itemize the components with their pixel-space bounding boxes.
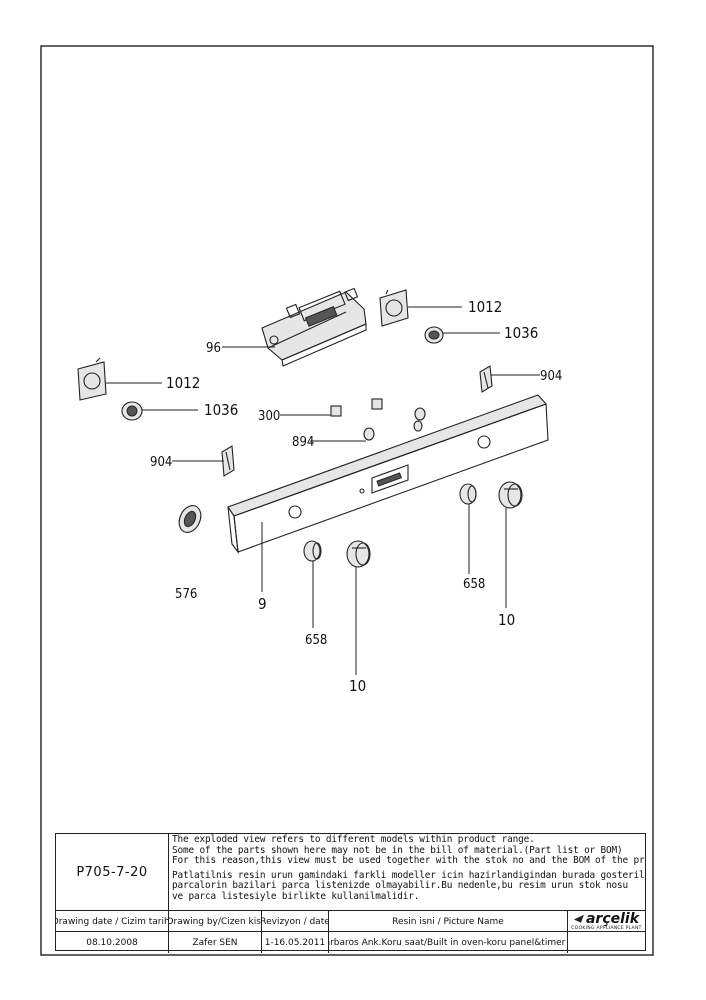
note-en-1: The exploded view refers to different mo… [172,834,535,845]
drawing-code: P705-7-20 [56,834,169,910]
title-block-notes: The exploded view refers to different mo… [169,834,645,912]
note-tr-2: parcalorin bazilari parca listenizde olm… [172,880,629,892]
label-658-left: 658 [305,633,327,648]
logo-wordmark: arçelik [573,912,639,926]
value-drawing-by: Zafer SEN [169,932,262,953]
drawing-frame [40,45,654,956]
title-block-header-row: Drawing date / Cizim tarihi Drawing by/C… [56,910,645,932]
label-904-left: 904 [150,455,172,470]
part-300-clips [330,398,383,417]
arcelik-logo: arçelik COOKING APPLIANCE PLANT [568,911,645,932]
label-658-right: 658 [463,577,485,592]
label-1036-right: 1036 [504,324,538,342]
label-9: 9 [258,595,267,613]
title-block-value-row: 08.10.2008 Zafer SEN 1-16.05.2011 Barbar… [56,931,645,953]
header-drawing-date: Drawing date / Cizim tarihi [56,911,169,932]
value-drawing-date: 08.10.2008 [56,932,169,953]
logo-mark-icon [573,914,584,923]
label-10-right: 10 [498,611,515,629]
part-10-knob-right [498,481,523,509]
note-en-2: Some of the parts shown here may not be … [172,844,623,856]
logo-cell-spacer [568,932,645,953]
header-revision: Revizyon / date [262,911,329,932]
part-658-ring-right [459,483,477,505]
part-904-clip-left [221,445,235,477]
logo-tagline: COOKING APPLIANCE PLANT [571,925,642,931]
label-1012-left: 1012 [166,374,200,392]
note-tr-3: ve parca listesiyle birlikte kullanilmal… [172,890,420,902]
part-9-control-panel [227,394,549,554]
part-10-knob-left [346,540,371,568]
value-revision: 1-16.05.2011 [262,932,329,953]
value-picture-name: Barbaros Ank.Koru saat/Built in oven-kor… [329,932,568,953]
header-picture-name: Resin isni / Picture Name [329,911,568,932]
part-96-timer-board [261,287,367,367]
label-576: 576 [175,587,197,602]
label-96: 96 [206,341,221,356]
note-tr-1: Patlatilnis resin urun gamindaki farkli … [172,869,645,881]
part-1036-bezel-left [121,401,143,421]
label-1036-left: 1036 [204,401,238,419]
title-block: P705-7-20 The exploded view refers to di… [55,833,646,953]
part-1036-bezel-right [424,326,444,344]
label-904-right: 904 [540,369,562,384]
part-1012-bracket-left [77,357,107,401]
part-1012-bracket-right [379,289,409,327]
label-1012-right: 1012 [468,298,502,316]
header-drawing-by: Drawing by/Cizen kisi [169,911,262,932]
part-894-screws [363,407,426,441]
part-658-ring-left [303,540,322,562]
label-894: 894 [292,435,314,450]
label-300: 300 [258,409,280,424]
note-en-3: For this reason,this view must be used t… [172,855,645,867]
part-576-gear [178,505,202,533]
label-10-left: 10 [349,677,366,695]
part-904-clip-right [479,365,493,393]
